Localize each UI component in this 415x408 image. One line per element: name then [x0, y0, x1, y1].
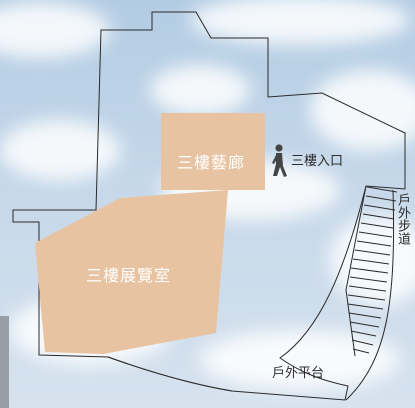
- exhibition-room: [35, 190, 228, 354]
- outer-path-edge: [345, 189, 395, 401]
- outdoor-platform-label: 戶外平台: [272, 366, 325, 381]
- outdoor-stairs-label: 戶外步道: [395, 193, 410, 245]
- walking-person-icon: [272, 144, 287, 177]
- entrance-label: 三樓入口: [291, 154, 344, 169]
- exhibition-label: 三樓展覽室: [86, 266, 172, 285]
- building-edge: [0, 316, 9, 408]
- gallery-label: 三樓藝廊: [177, 153, 246, 172]
- gallery-room: [161, 113, 265, 190]
- platform-edge: [107, 356, 233, 392]
- outdoor-stairs: [345, 185, 398, 357]
